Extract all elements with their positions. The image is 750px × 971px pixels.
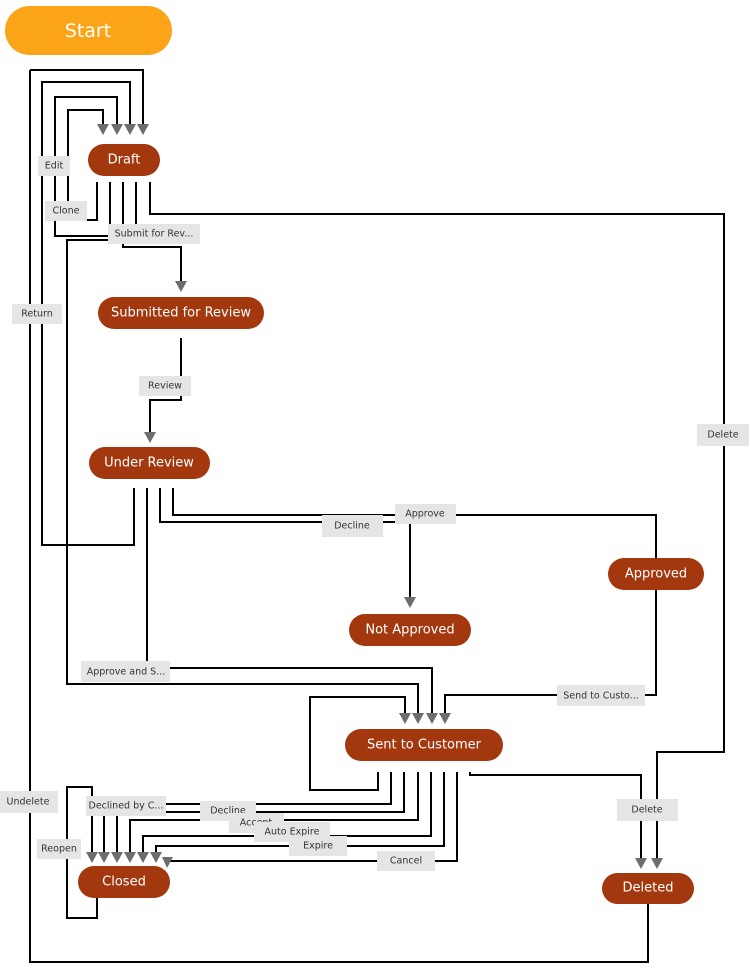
arrowheads xyxy=(86,124,663,869)
node-sent-to-customer[interactable]: Sent to Customer xyxy=(345,729,503,761)
node-label: Deleted xyxy=(623,881,674,896)
arrowhead xyxy=(150,852,162,863)
node-approved[interactable]: Approved xyxy=(608,558,704,590)
edge-label-text: Cancel xyxy=(390,856,422,867)
edge-label-text: Return xyxy=(21,309,53,320)
arrowhead xyxy=(86,852,98,863)
node-label: Not Approved xyxy=(365,623,454,638)
node-label: Start xyxy=(65,20,111,42)
arrowhead xyxy=(162,857,173,868)
edge-label-text: Delete xyxy=(631,805,662,816)
arrowhead xyxy=(97,124,109,135)
edge-decline-sent xyxy=(116,772,405,852)
edge-label-text: Declined by C... xyxy=(89,801,164,812)
edge-send-customer xyxy=(444,590,657,714)
edge-label-delete-sent[interactable]: Delete xyxy=(617,799,678,821)
edge-label-submit[interactable]: Submit for Rev... xyxy=(108,224,200,244)
edge-label-text: Clone xyxy=(53,206,80,217)
arrowhead xyxy=(635,858,647,869)
edge-labels: Edit Clone Submit for Rev... Return Revi… xyxy=(0,156,749,871)
edge-delete-sent xyxy=(469,772,642,862)
edge-label-delete-draft[interactable]: Delete xyxy=(697,424,749,446)
arrowhead xyxy=(651,858,663,869)
node-label: Draft xyxy=(108,153,141,168)
edge-label-text: Edit xyxy=(45,161,64,172)
edge-cancel xyxy=(170,772,458,862)
node-label: Submitted for Review xyxy=(111,306,251,321)
arrowhead xyxy=(426,713,438,724)
arrowhead xyxy=(175,281,187,292)
edge-label-undelete[interactable]: Undelete xyxy=(0,791,58,813)
edge-label-text: Approve and S... xyxy=(87,667,166,678)
edge-delete-draft xyxy=(149,182,725,862)
edge-label-clone[interactable]: Clone xyxy=(45,201,87,221)
edge-label-text: Decline xyxy=(334,521,370,532)
edge-label-text: Send to Custo... xyxy=(563,691,639,702)
edge-label-text: Review xyxy=(148,381,182,392)
edge-submit xyxy=(122,182,182,282)
node-not-approved[interactable]: Not Approved xyxy=(349,614,471,646)
edge-label-send-customer[interactable]: Send to Custo... xyxy=(557,685,645,706)
edge-label-reopen[interactable]: Reopen xyxy=(37,839,81,859)
node-label: Approved xyxy=(625,567,687,582)
arrowhead xyxy=(137,124,149,135)
edge-label-text: Submit for Rev... xyxy=(115,229,194,240)
edge-undelete xyxy=(29,70,649,963)
edge-label-edit[interactable]: Edit xyxy=(38,156,70,176)
edge-label-text: Reopen xyxy=(41,844,77,855)
edge-label-approve-send[interactable]: Approve and S... xyxy=(81,661,170,682)
node-submitted-for-review[interactable]: Submitted for Review xyxy=(98,297,264,329)
edge-label-text: Delete xyxy=(707,430,738,441)
edge-label-text: Expire xyxy=(303,841,333,852)
edge-label-text: Approve xyxy=(405,509,445,520)
node-label: Sent to Customer xyxy=(367,738,482,753)
edge-label-decline[interactable]: Decline xyxy=(322,515,383,537)
edge-label-text: Undelete xyxy=(7,797,50,808)
node-label: Under Review xyxy=(104,456,194,471)
edge-decline xyxy=(159,488,411,598)
edge-ur-sent xyxy=(146,488,433,714)
edge-label-approve[interactable]: Approve xyxy=(395,504,456,524)
arrowhead xyxy=(124,124,136,135)
node-draft[interactable]: Draft xyxy=(88,144,160,176)
arrowhead xyxy=(144,432,156,443)
arrowhead xyxy=(404,597,416,608)
edge-label-text: Decline xyxy=(210,806,246,817)
edge-sent-self xyxy=(309,696,406,791)
arrowhead xyxy=(439,713,451,724)
arrowhead xyxy=(137,852,149,863)
edge-label-expire[interactable]: Expire xyxy=(289,836,347,856)
node-label: Closed xyxy=(102,875,146,890)
edge-label-declined-by[interactable]: Declined by C... xyxy=(86,796,166,816)
nodes: Start Draft Submitted for Review Under R… xyxy=(5,6,704,904)
arrowhead xyxy=(412,713,424,724)
edge-label-review[interactable]: Review xyxy=(139,376,191,396)
arrowhead xyxy=(111,852,123,863)
edge-start-draft xyxy=(30,69,144,124)
edge-label-cancel[interactable]: Cancel xyxy=(377,851,435,871)
arrowhead xyxy=(98,852,110,863)
edge-label-return[interactable]: Return xyxy=(12,304,62,324)
node-deleted[interactable]: Deleted xyxy=(602,873,694,904)
node-start[interactable]: Start xyxy=(5,6,172,55)
node-closed[interactable]: Closed xyxy=(78,866,170,898)
edge-review xyxy=(149,338,182,432)
node-under-review[interactable]: Under Review xyxy=(89,447,210,479)
arrowhead xyxy=(111,124,123,135)
edge-label-text: Auto Expire xyxy=(265,827,320,838)
arrowhead xyxy=(124,852,136,863)
arrowhead xyxy=(399,713,411,724)
